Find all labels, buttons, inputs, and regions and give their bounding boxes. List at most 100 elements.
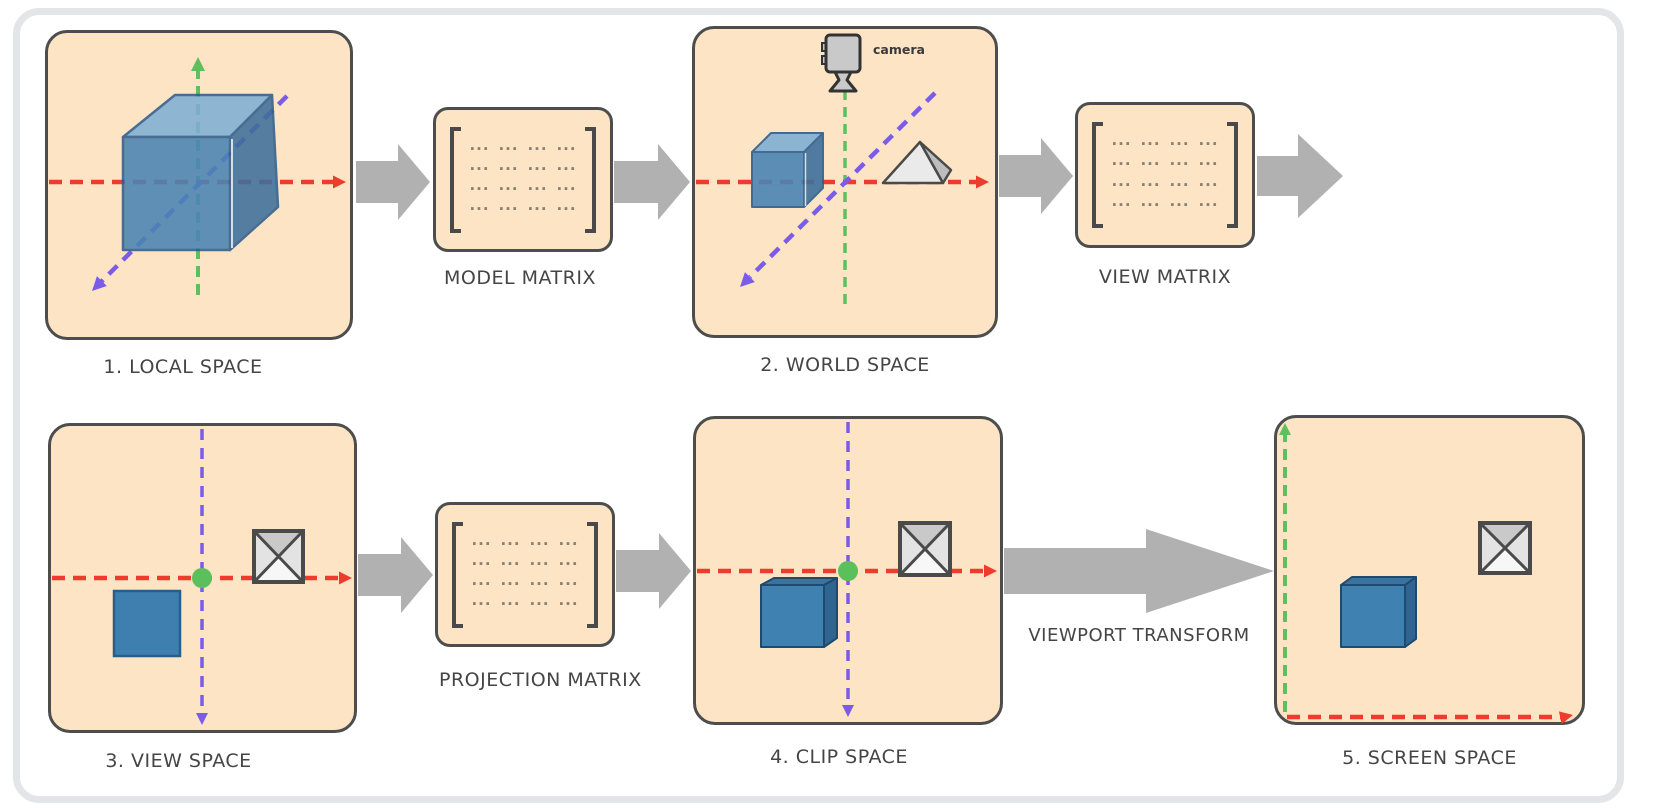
matrix-cell-dots: ··· [498, 180, 519, 199]
matrix-cell-dots: ··· [471, 595, 492, 614]
matrix-cell-dots: ··· [469, 200, 490, 219]
matrix-cell-dots: ··· [558, 534, 579, 553]
crossed-square [898, 521, 952, 577]
matrix-cell-dots: ··· [500, 534, 521, 553]
matrix-cell-dots: ··· [1140, 135, 1161, 153]
z-axis-arrowhead [92, 276, 107, 291]
y-axis-arrowhead [1279, 423, 1291, 435]
arrow-proj-to-clip [616, 533, 691, 609]
left-bracket [450, 126, 461, 233]
matrix-cell-dots: ··· [529, 595, 550, 614]
right-bracket [585, 126, 596, 233]
crossed-square [252, 529, 305, 584]
arrow-model-to-world [614, 144, 690, 220]
matrix-cell-dots: ··· [1140, 155, 1161, 174]
matrix-cell-dots: ··· [527, 159, 548, 178]
z-axis [748, 91, 937, 279]
view-space-box [48, 423, 357, 733]
x-axis-arrowhead [339, 571, 352, 585]
matrix-dots: ········································… [465, 139, 581, 219]
cube [760, 577, 838, 648]
matrix-cell-dots: ··· [498, 139, 519, 158]
matrix-cell-dots: ··· [529, 575, 550, 594]
matrix-cell-dots: ··· [1111, 195, 1132, 214]
camera-label: camera [873, 42, 925, 57]
screen-space-label: 5. SCREEN SPACE [1342, 747, 1517, 769]
matrix-cell-dots: ··· [527, 200, 548, 219]
matrix-cell-dots: ··· [471, 534, 492, 553]
blue-square [112, 589, 182, 658]
matrix-cell-dots: ··· [500, 554, 521, 573]
right-bracket [587, 521, 598, 628]
y-axis-arrowhead [842, 705, 854, 717]
matrix-cell-dots: ··· [556, 180, 577, 199]
view-space-label: 3. VIEW SPACE [105, 750, 252, 772]
local-space-graphic [49, 57, 346, 296]
matrix-cell-dots: ··· [1198, 195, 1219, 214]
arrow-viewport-transform [1004, 529, 1274, 613]
matrix-cell-dots: ··· [1169, 195, 1190, 214]
matrix-cell-dots: ··· [556, 159, 577, 178]
cube [751, 132, 824, 208]
clip-space-label: 4. CLIP SPACE [770, 746, 908, 768]
matrix-cell-dots: ··· [558, 595, 579, 614]
camera-icon [821, 33, 862, 93]
matrix-cell-dots: ··· [500, 595, 521, 614]
view-matrix-box: ········································… [1075, 102, 1255, 248]
matrix-cell-dots: ··· [500, 575, 521, 594]
matrix-cell-dots: ··· [1140, 175, 1161, 194]
crossed-square [1478, 521, 1532, 575]
matrix-cell-dots: ··· [529, 534, 550, 553]
matrix-cell-dots: ··· [1169, 135, 1190, 153]
model-matrix-label: MODEL MATRIX [444, 267, 596, 289]
matrix-cell-dots: ··· [498, 159, 519, 178]
matrix-cell-dots: ··· [471, 575, 492, 594]
matrix-cell-dots: ··· [469, 139, 490, 158]
matrix-cell-dots: ··· [1198, 175, 1219, 194]
view-matrix-label: VIEW MATRIX [1098, 266, 1232, 288]
clip-space-graphic [697, 422, 997, 717]
matrix-cell-dots: ··· [1111, 155, 1132, 174]
screen-space-box [1274, 415, 1585, 725]
matrix-cell-dots: ··· [527, 139, 548, 158]
x-axis-arrowhead [1558, 711, 1573, 725]
right-bracket [1227, 122, 1238, 228]
matrix-cell-dots: ··· [469, 180, 490, 199]
matrix-cell-dots: ··· [1169, 175, 1190, 194]
z-axis-arrowhead [740, 272, 755, 287]
cube [121, 93, 280, 252]
arrow-world-to-view [999, 138, 1073, 214]
x-axis-arrowhead [976, 175, 989, 189]
matrix-cell-dots: ··· [498, 200, 519, 219]
local-space-label: 1. LOCAL SPACE [103, 356, 263, 378]
x-axis-arrowhead [984, 564, 997, 578]
left-bracket [1092, 122, 1103, 228]
matrix-cell-dots: ··· [1111, 175, 1132, 194]
x-axis-arrowhead [333, 175, 346, 189]
screen-space-graphic [1279, 423, 1573, 725]
world-space-box [692, 26, 998, 338]
matrix-cell-dots: ··· [556, 200, 577, 219]
matrix-cell-dots: ··· [1198, 135, 1219, 153]
arrow-view-out [1257, 134, 1343, 218]
left-bracket [452, 521, 463, 628]
matrix-cell-dots: ··· [558, 575, 579, 594]
projection-matrix-box: ········································… [435, 502, 615, 647]
matrix-cell-dots: ··· [471, 554, 492, 573]
matrix-cell-dots: ··· [558, 554, 579, 573]
matrix-cell-dots: ··· [1198, 155, 1219, 174]
y-axis-arrowhead [196, 713, 208, 725]
matrix-cell-dots: ··· [1111, 135, 1132, 153]
origin-dot [192, 568, 212, 588]
world-space-graphic [696, 33, 989, 304]
matrix-cell-dots: ··· [1140, 195, 1161, 214]
pyramid [881, 140, 953, 185]
view-space-graphic [52, 429, 352, 725]
matrix-dots: ········································… [1107, 137, 1223, 213]
y-axis-arrowhead [191, 57, 205, 71]
matrix-dots: ········································… [467, 534, 583, 614]
local-space-box [45, 30, 353, 340]
arrow-local-to-model [356, 144, 430, 220]
cube [1340, 576, 1417, 648]
